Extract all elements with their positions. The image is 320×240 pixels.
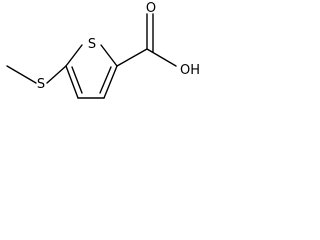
ring-bond-s1-c2 bbox=[100, 44, 118, 67]
ring-double-bond-c2-c3 bbox=[99, 66, 112, 94]
ring-bond-c4-c5 bbox=[65, 65, 79, 99]
ring-bond-c2-c3 bbox=[103, 65, 118, 99]
thioether-sulfur-label: S bbox=[37, 77, 45, 92]
hydroxyl-label: OH bbox=[180, 63, 200, 78]
hydroxyl-bond bbox=[146, 48, 177, 67]
carbonyl-oxygen-label: O bbox=[146, 1, 156, 16]
ring-sulfur-label: S bbox=[88, 37, 96, 52]
bond-lines bbox=[6, 13, 177, 99]
ring-bond-c5-s1 bbox=[65, 44, 83, 67]
chemical-structure: S S O OH bbox=[6, 1, 200, 99]
thioether-ring-bond bbox=[46, 65, 67, 84]
ring-double-bond-c4-c5 bbox=[71, 66, 83, 94]
methyl-bond bbox=[6, 65, 37, 84]
carboxyl-bond bbox=[116, 48, 148, 67]
